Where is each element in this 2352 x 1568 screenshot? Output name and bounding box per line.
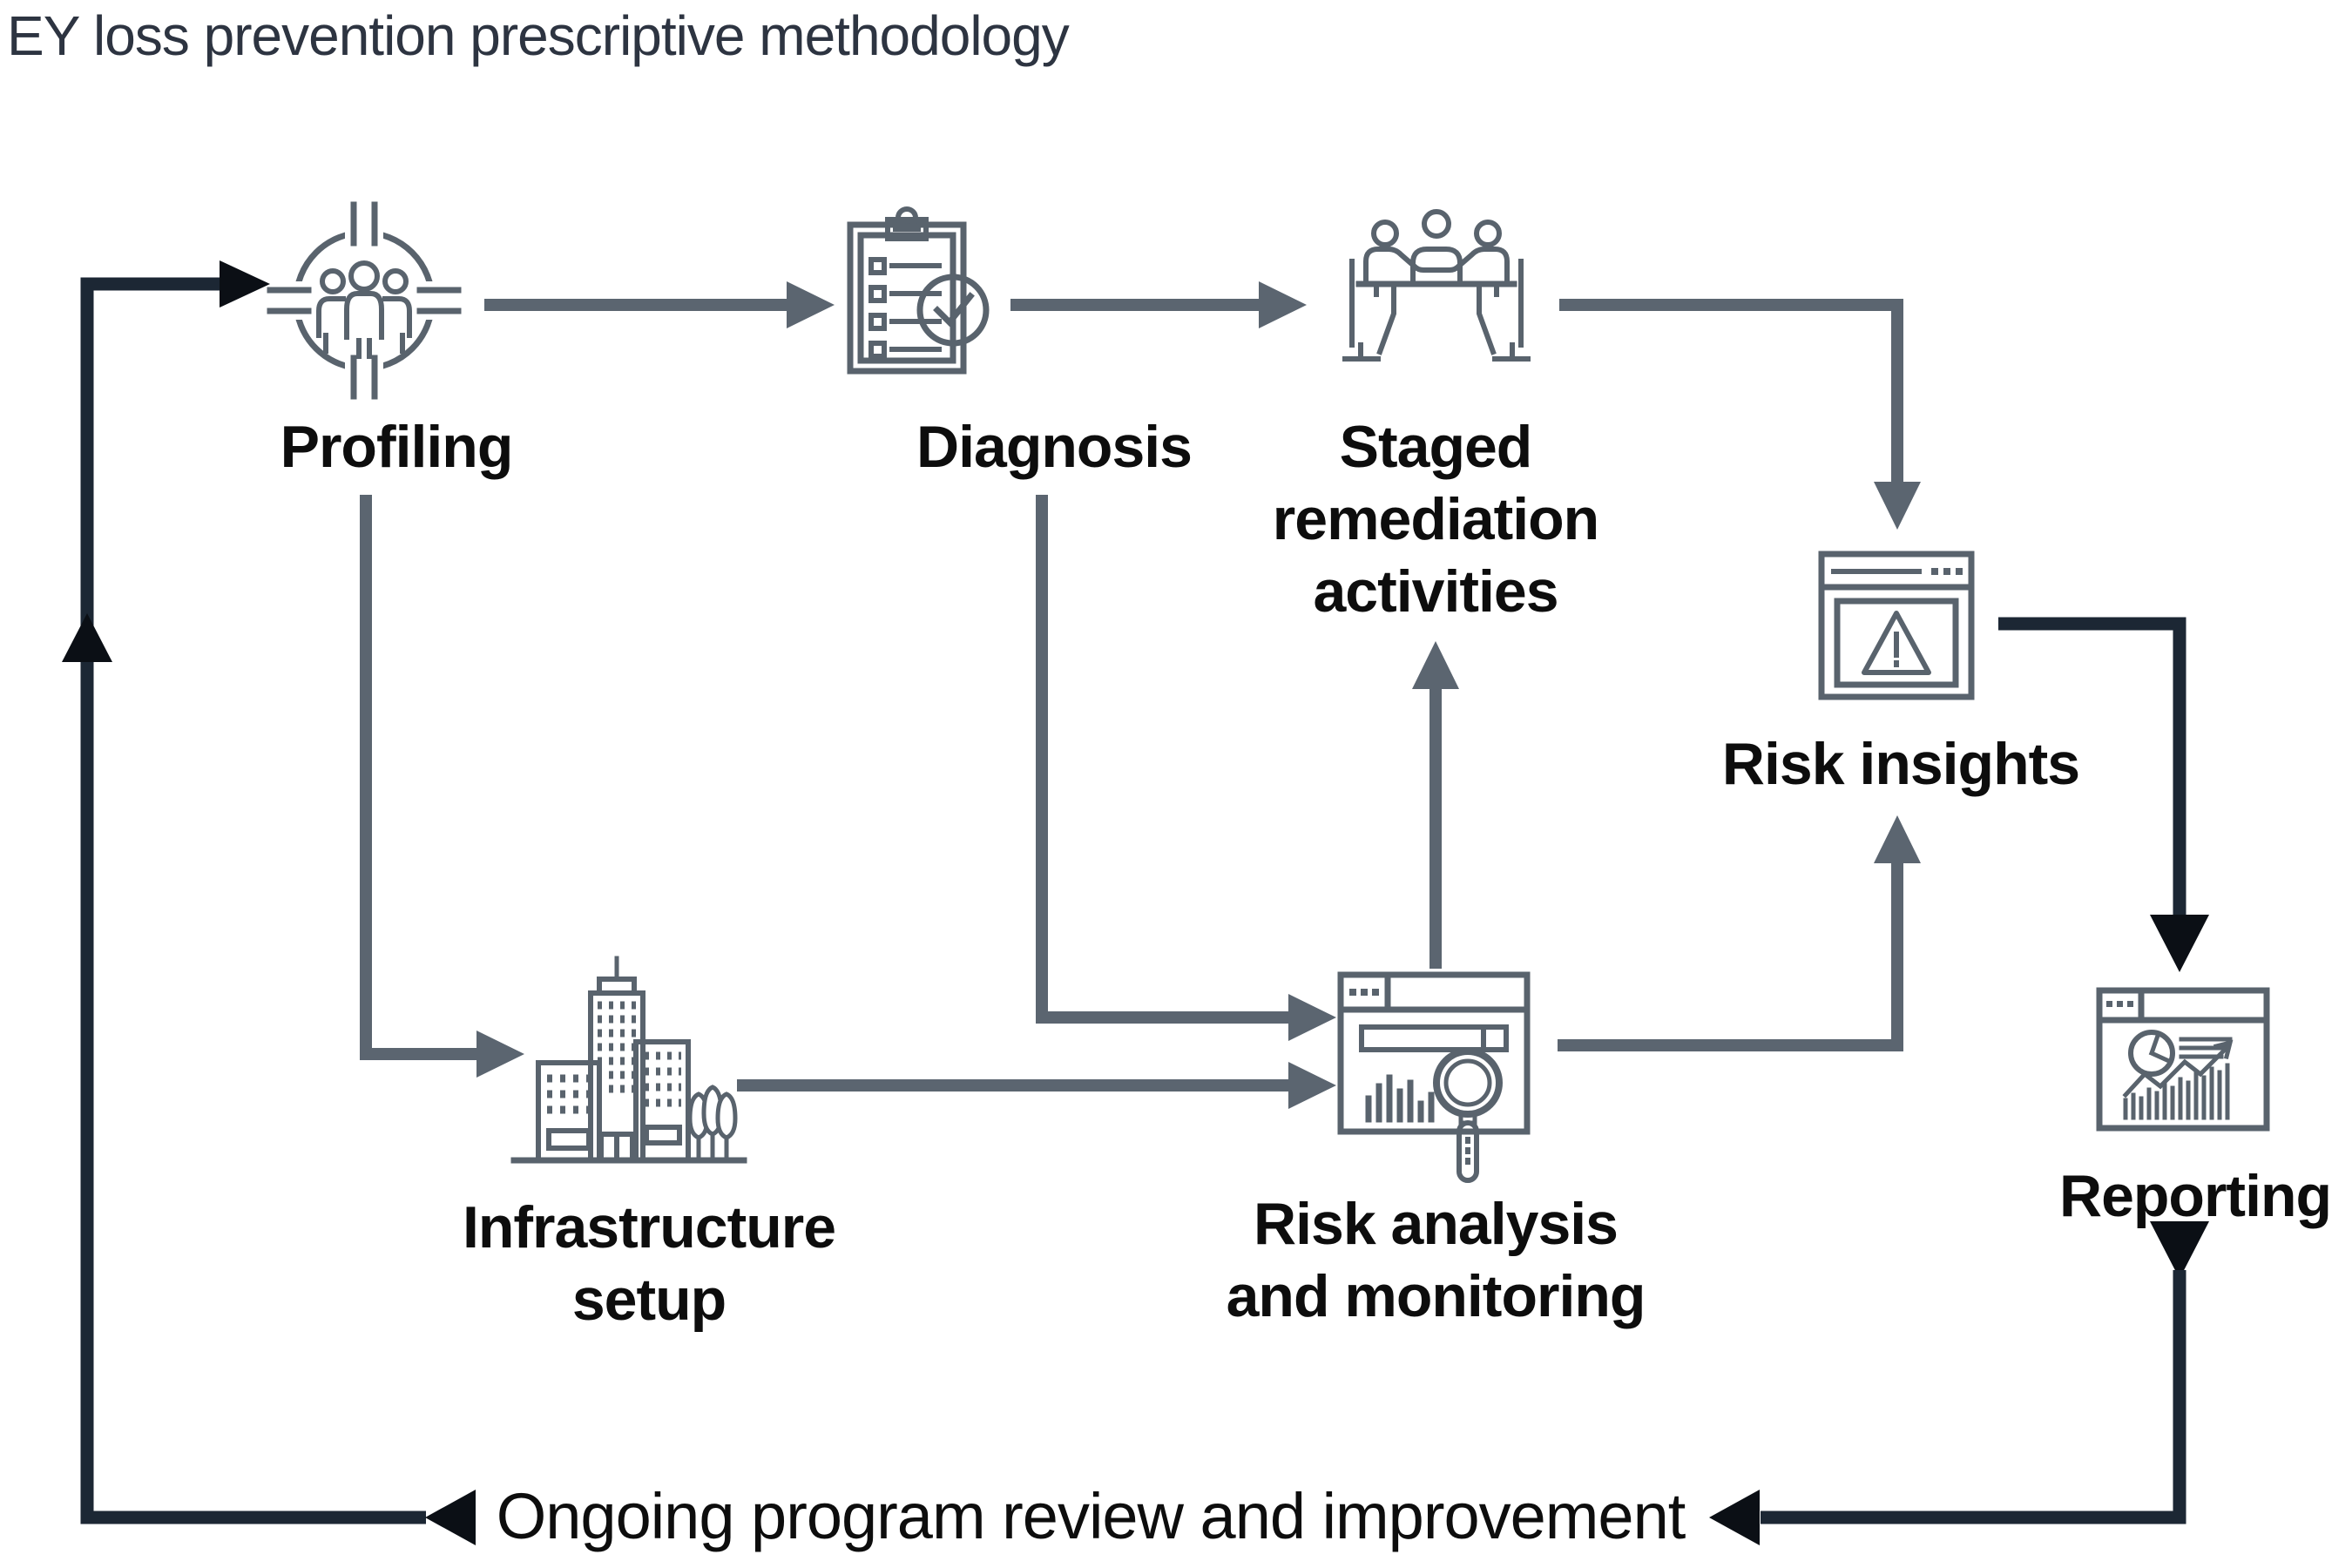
arrowhead-up-icon [1874, 815, 1921, 863]
browser-search-chart-icon [1337, 971, 1531, 1183]
arrowhead-right-icon [1288, 1062, 1336, 1109]
arrowhead-right-icon [1288, 994, 1336, 1041]
city-buildings-icon [510, 956, 747, 1164]
edge-profiling-infrastructure [360, 495, 477, 1060]
node-label-diagnosis: Diagnosis [916, 414, 1193, 480]
browser-warning-icon [1818, 551, 1975, 700]
edge-diagnosis-riskanalysis [1036, 495, 1289, 1024]
edge-reporting-loop [1761, 1270, 2186, 1524]
arrowhead-right-icon [476, 1031, 524, 1078]
arrowhead-right-icon [220, 260, 270, 308]
arrowhead-right-icon [1259, 281, 1307, 328]
arrowhead-left-icon [425, 1490, 476, 1545]
node-label-reporting: Reporting [2058, 1163, 2332, 1229]
node-label-risk-insights: Risk insights [1721, 731, 2080, 797]
edge-riskanalysis-riskinsights [1558, 862, 1903, 1051]
page-title: EY loss prevention prescriptive methodol… [7, 4, 1070, 67]
arrowhead-left-icon [1709, 1490, 1760, 1545]
arrowhead-down-icon [1874, 482, 1921, 530]
browser-report-chart-icon [2096, 987, 2270, 1132]
edge-staged-riskinsights [1559, 299, 1903, 484]
node-label-risk-analysis: Risk analysis and monitoring [1226, 1191, 1646, 1329]
meeting-table-icon [1342, 209, 1531, 362]
arrowhead-down-icon [2150, 1221, 2209, 1279]
node-label-infrastructure-setup: Infrastructure setup [462, 1194, 836, 1333]
arrowhead-up-icon [1412, 641, 1459, 689]
edge-riskinsights-reporting [1998, 617, 2186, 916]
arrowhead-right-icon [787, 281, 835, 328]
clipboard-checklist-icon [847, 206, 990, 375]
node-label-staged-remediation: Staged remediation activities [1272, 414, 1599, 625]
edge-loop-profiling [80, 277, 426, 1524]
target-people-icon [267, 201, 462, 400]
node-label-profiling: Profiling [280, 414, 514, 480]
arrowhead-up-icon [62, 613, 112, 662]
arrowhead-down-icon [2150, 915, 2209, 972]
feedback-loop-label: Ongoing program review and improvement [496, 1480, 1686, 1552]
